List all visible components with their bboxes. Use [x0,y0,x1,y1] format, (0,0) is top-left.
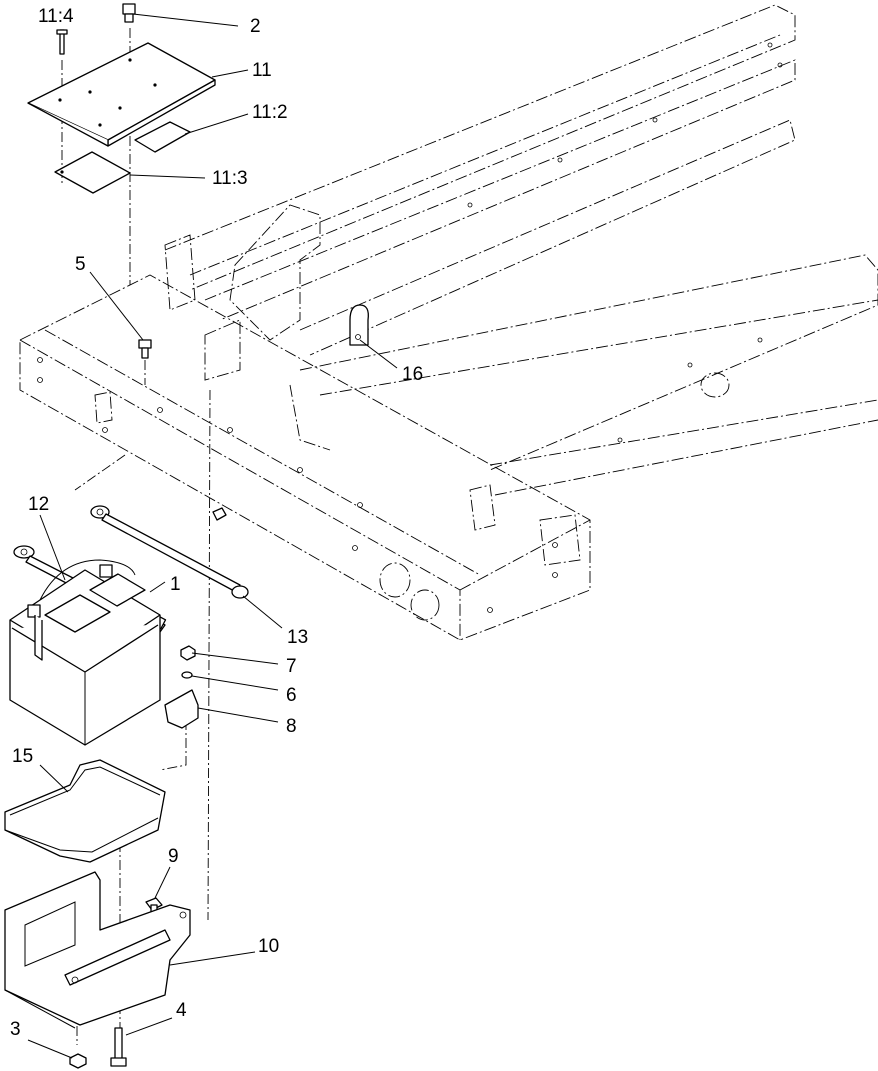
battery-box [4,871,191,1029]
leader-lines [27,13,398,1059]
washer [181,671,193,679]
callout-16: 16 [402,364,423,385]
gasket-plate [54,151,131,194]
callout-2: 2 [250,16,261,37]
callout-5: 5 [75,254,86,275]
battery-tray [4,759,166,863]
callout-6: 6 [286,685,297,706]
hex-nut [180,645,196,661]
callout-1: 1 [170,574,181,595]
chassis-frame [19,4,878,641]
callout-12: 12 [28,494,49,515]
callout-7: 7 [286,656,297,677]
hold-down-bracket [164,689,199,729]
positive-cable [90,505,249,599]
callout-11-2: 11:2 [252,102,288,123]
tray-bolt [145,897,163,914]
callout-labels: 11:4 2 11 11:2 11:3 5 16 12 1 13 7 6 8 1… [10,6,423,1040]
mounting-bolt [110,1027,127,1067]
callout-15: 15 [12,746,33,767]
callout-13: 13 [287,627,308,648]
cable-clamp [349,304,369,346]
callout-10: 10 [258,936,279,957]
callout-11-3: 11:3 [212,168,248,189]
cover-plate [27,42,216,147]
callout-3: 3 [10,1019,21,1040]
callout-9: 9 [168,846,179,867]
callout-11-4: 11:4 [38,6,74,27]
flange-nut [69,1053,87,1069]
callout-8: 8 [286,716,297,737]
stud-bolt [138,339,152,359]
battery [9,559,161,746]
small-screw [56,29,68,55]
callout-11: 11 [252,60,272,81]
plate-fastener [122,3,136,23]
callout-4: 4 [176,1000,187,1021]
